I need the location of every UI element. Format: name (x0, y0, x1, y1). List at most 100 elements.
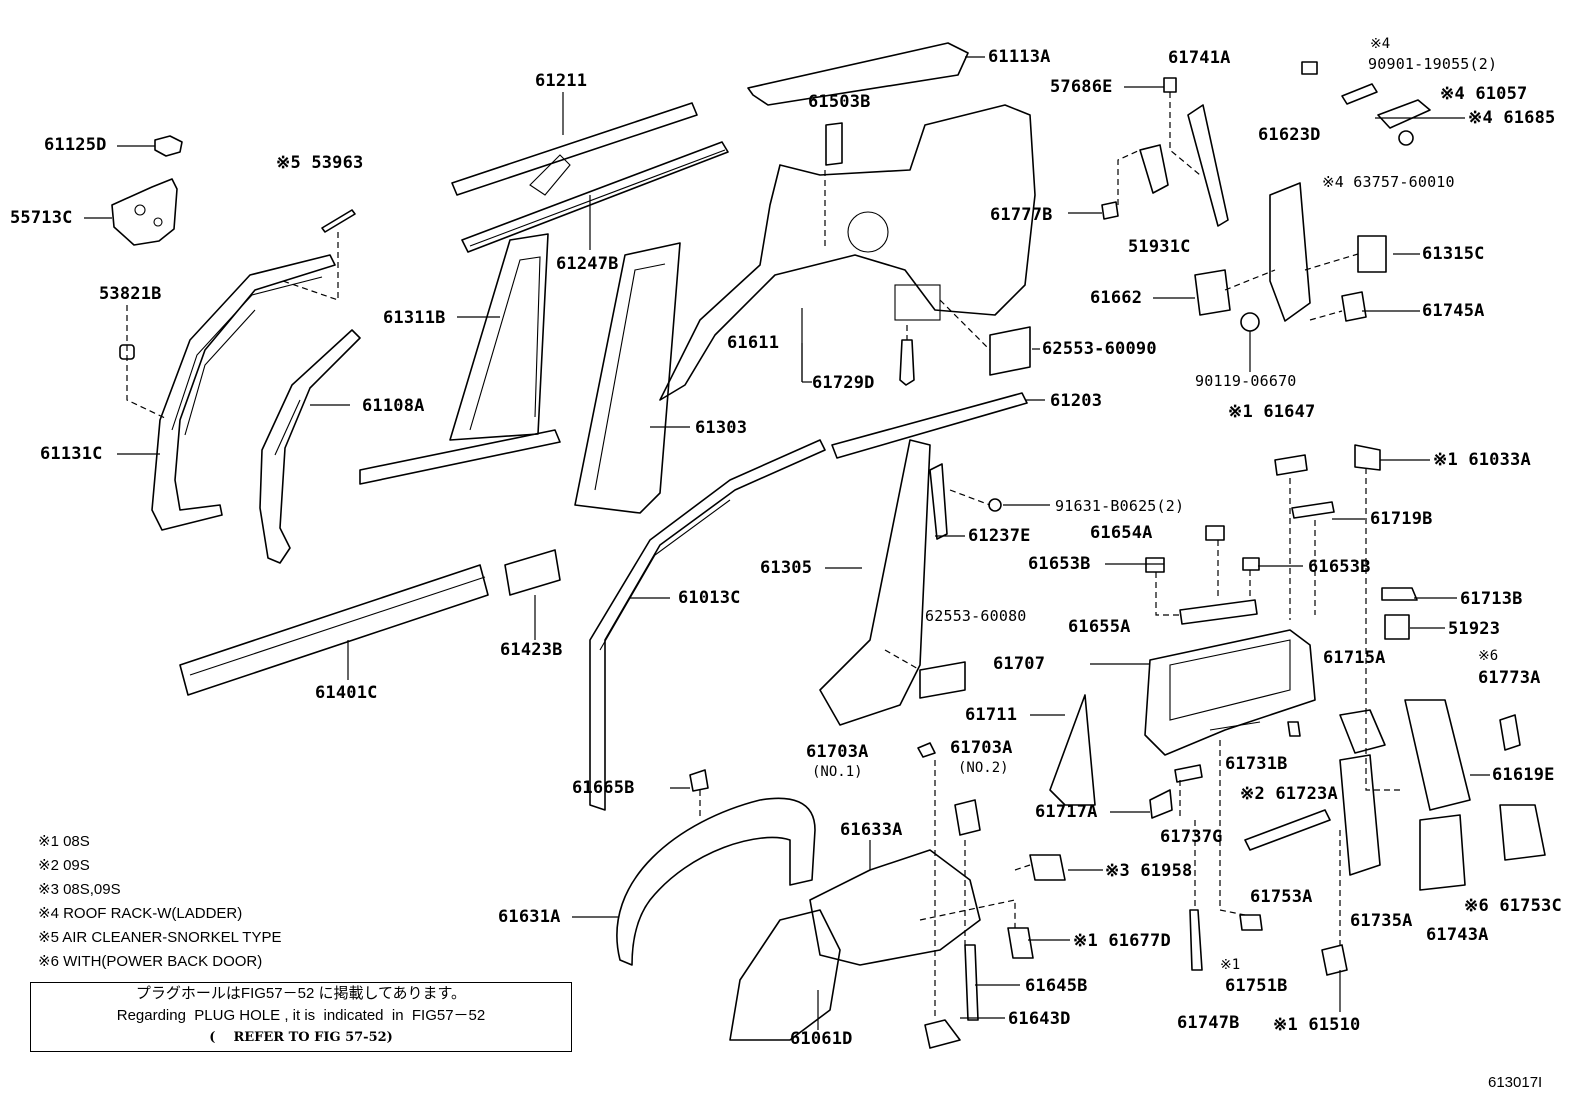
note-line-en: Regarding PLUG HOLE , it is indicated in… (116, 1007, 486, 1024)
part-61061D (729, 909, 841, 1041)
label-no2: (NO.2) (958, 760, 1009, 776)
part-61510 (1321, 944, 1348, 976)
label-61653B-left[interactable]: 61653B (1028, 554, 1091, 574)
label-61503B[interactable]: 61503B (808, 92, 871, 112)
part-61423B (504, 549, 561, 596)
label-61237E[interactable]: 61237E (968, 526, 1031, 546)
label-61711[interactable]: 61711 (965, 705, 1018, 725)
part-62553-60080 (919, 661, 966, 699)
label-61631A[interactable]: 61631A (498, 907, 561, 927)
label-61013C[interactable]: 61013C (678, 588, 741, 608)
label-61247B[interactable]: 61247B (556, 254, 619, 274)
label-61743A[interactable]: 61743A (1426, 925, 1489, 945)
label-51931C[interactable]: 51931C (1128, 237, 1191, 257)
label-61753A[interactable]: 61753A (1250, 887, 1313, 907)
label-61305[interactable]: 61305 (760, 558, 813, 578)
label-61751B[interactable]: 61751B (1225, 976, 1288, 996)
label-61747B[interactable]: 61747B (1177, 1013, 1240, 1033)
part-90901-19055 (1301, 61, 1318, 75)
label-90901-19055[interactable]: 90901-19055(2) (1368, 55, 1498, 73)
label-61619E[interactable]: 61619E (1492, 765, 1555, 785)
label-61773A[interactable]: 61773A (1478, 668, 1541, 688)
label-61958[interactable]: ※3 61958 (1105, 861, 1193, 881)
part-61305 (819, 439, 931, 726)
label-61662[interactable]: 61662 (1090, 288, 1143, 308)
label-61713B[interactable]: 61713B (1460, 589, 1523, 609)
label-61303[interactable]: 61303 (695, 418, 748, 438)
label-61703A-no1[interactable]: 61703A (806, 742, 869, 762)
label-57686E[interactable]: 57686E (1050, 77, 1113, 97)
label-61665B[interactable]: 61665B (572, 778, 635, 798)
label-62553-60090[interactable]: 62553-60090 (1042, 339, 1157, 359)
label-61423B[interactable]: 61423B (500, 640, 563, 660)
part-61647 (1274, 454, 1308, 476)
label-61611[interactable]: 61611 (727, 333, 780, 353)
label-61645B[interactable]: 61645B (1025, 976, 1088, 996)
label-61719B[interactable]: 61719B (1370, 509, 1433, 529)
label-63757-60010[interactable]: ※4 63757-60010 (1322, 173, 1455, 191)
label-53963[interactable]: ※5 53963 (276, 153, 364, 173)
part-63757-60010 (1398, 130, 1414, 146)
label-61741A[interactable]: 61741A (1168, 48, 1231, 68)
part-61747B (1189, 909, 1203, 971)
part-61677D (1007, 927, 1034, 959)
legend-item: ※4 ROOF RACK-W(LADDER) (38, 905, 243, 922)
label-61677D[interactable]: ※1 61677D (1073, 931, 1171, 951)
label-61061D[interactable]: 61061D (790, 1029, 853, 1049)
part-61211 (451, 102, 698, 196)
label-61723A[interactable]: ※2 61723A (1240, 784, 1338, 804)
label-61715A[interactable]: 61715A (1323, 648, 1386, 668)
label-61753C[interactable]: ※6 61753C (1464, 896, 1562, 916)
part-61773A (1499, 714, 1521, 751)
label-90119-06670[interactable]: 90119-06670 (1195, 372, 1297, 390)
label-61653B-right[interactable]: 61653B (1308, 557, 1371, 577)
label-61643D[interactable]: 61643D (1008, 1009, 1071, 1029)
label-61655A[interactable]: 61655A (1068, 617, 1131, 637)
part-61653B-l (1145, 557, 1165, 573)
label-61108A[interactable]: 61108A (362, 396, 425, 416)
label-61729D[interactable]: 61729D (812, 373, 875, 393)
part-61247B (461, 141, 729, 253)
label-62553-60080[interactable]: 62553-60080 (925, 607, 1027, 625)
label-61737G[interactable]: 61737G (1160, 827, 1223, 847)
label-61777B[interactable]: 61777B (990, 205, 1053, 225)
label-x6-61773A: ※6 (1478, 648, 1499, 664)
label-61311B[interactable]: 61311B (383, 308, 446, 328)
note-line-jp: プラグホールはFIG57－52 に掲載してあります。 (135, 985, 467, 1002)
label-61211[interactable]: 61211 (535, 71, 588, 91)
label-61735A[interactable]: 61735A (1350, 911, 1413, 931)
note-line-ref[interactable]: ( REFER TO FIG 57-52) (209, 1030, 393, 1045)
label-61131C[interactable]: 61131C (40, 444, 103, 464)
figure-reference: 613017I (1488, 1074, 1543, 1091)
label-51923[interactable]: 51923 (1448, 619, 1501, 639)
label-61510[interactable]: ※1 61510 (1273, 1015, 1361, 1035)
label-61057[interactable]: ※4 61057 (1440, 84, 1528, 104)
label-61623D[interactable]: 61623D (1258, 125, 1321, 145)
label-61685[interactable]: ※4 61685 (1468, 108, 1556, 128)
label-61401C[interactable]: 61401C (315, 683, 378, 703)
part-61654A (1205, 525, 1225, 541)
label-61315C[interactable]: 61315C (1422, 244, 1485, 264)
label-61731B[interactable]: 61731B (1225, 754, 1288, 774)
part-61013C (589, 439, 826, 811)
part-61713B (1381, 587, 1418, 601)
part-62553-60090 (989, 326, 1031, 376)
label-61203[interactable]: 61203 (1050, 391, 1103, 411)
label-61745A[interactable]: 61745A (1422, 301, 1485, 321)
label-61703A-no2[interactable]: 61703A (950, 738, 1013, 758)
label-61654A[interactable]: 61654A (1090, 523, 1153, 543)
label-53821B[interactable]: 53821B (99, 284, 162, 304)
label-61033A[interactable]: ※1 61033A (1433, 450, 1531, 470)
label-61717A[interactable]: 61717A (1035, 802, 1098, 822)
part-61703A-2 (954, 799, 981, 836)
label-61647[interactable]: ※1 61647 (1228, 402, 1316, 422)
part-61745A (1341, 291, 1367, 322)
label-61113A[interactable]: 61113A (988, 47, 1051, 67)
label-91631-B0625[interactable]: 91631-B0625(2) (1055, 497, 1185, 515)
label-61633A[interactable]: 61633A (840, 820, 903, 840)
label-61125D[interactable]: 61125D (44, 135, 107, 155)
part-61203 (831, 392, 1028, 459)
label-61707[interactable]: 61707 (993, 654, 1046, 674)
label-55713C[interactable]: 55713C (10, 208, 73, 228)
part-61958 (1029, 854, 1066, 881)
